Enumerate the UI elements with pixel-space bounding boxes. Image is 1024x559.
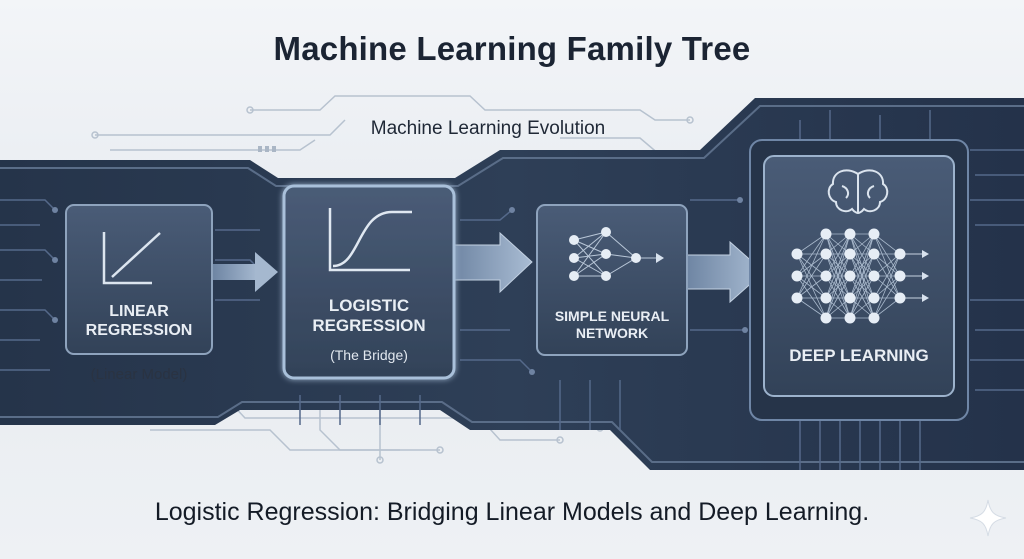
deep-network-node <box>844 228 856 240</box>
brain-icon <box>827 169 889 214</box>
deep-network-edge <box>796 233 827 299</box>
node-logistic-card <box>282 184 456 380</box>
deep-network-edge <box>825 233 851 277</box>
neural-network-icon <box>569 227 664 281</box>
deep-network-edge <box>849 275 875 319</box>
deep-network-node <box>868 270 880 282</box>
deep-network-edge <box>796 275 827 319</box>
deep-network-edge <box>873 275 901 319</box>
deep-network-edge <box>849 233 875 277</box>
deep-network-icon <box>791 228 929 324</box>
deep-network-node <box>820 228 832 240</box>
deep-network-node <box>791 248 803 260</box>
sigmoid-curve-icon <box>328 208 412 272</box>
deep-network-edge <box>873 253 901 277</box>
linear-graph-icon <box>102 232 161 285</box>
deep-network-node <box>894 270 906 282</box>
node-linear-label: LINEAR REGRESSION <box>85 303 193 340</box>
deep-network-node <box>868 292 880 304</box>
deep-network-edge <box>873 233 901 277</box>
deep-network-node <box>820 312 832 324</box>
node-neural-label: SIMPLE NEURAL NETWORK <box>554 308 670 341</box>
deep-network-edge <box>825 233 851 299</box>
deep-network-edge <box>796 233 827 255</box>
node-linear-card <box>65 204 213 355</box>
deep-network-node <box>844 292 856 304</box>
deep-network-edge <box>849 253 875 319</box>
deep-network-edge <box>796 253 827 299</box>
circuit-band-edge <box>0 105 1024 187</box>
arrow-logistic-to-neural <box>449 231 533 294</box>
caption: Logistic Regression: Bridging Linear Mod… <box>154 498 870 526</box>
sparkle-icon <box>969 499 1007 537</box>
deep-network-node <box>868 228 880 240</box>
deep-network-edge <box>796 275 827 299</box>
deep-network-output-arrow <box>922 250 929 258</box>
deep-network-output-arrow <box>922 272 929 280</box>
deep-network-node <box>791 270 803 282</box>
deep-network-edge <box>796 253 827 277</box>
deep-network-edge <box>825 253 851 319</box>
deep-network-node <box>844 270 856 282</box>
node-logistic-label: LOGISTIC REGRESSION <box>312 296 426 336</box>
node-deep-label: DEEP LEARNING <box>789 346 929 365</box>
band-circuit-traces <box>0 110 1024 470</box>
deep-network-node <box>791 292 803 304</box>
deep-network-edge <box>825 275 851 319</box>
deep-network-edge <box>873 233 901 299</box>
diagram-subtitle: Machine Learning Evolution <box>370 118 606 139</box>
deep-network-edge <box>873 253 901 299</box>
deep-network-node <box>820 292 832 304</box>
deep-network-edge <box>849 233 875 299</box>
deep-network-edge <box>796 233 827 277</box>
deep-network-node <box>844 248 856 260</box>
deep-network-node <box>868 248 880 260</box>
deep-network-node <box>894 248 906 260</box>
arrow-linear-to-logistic <box>212 252 278 292</box>
band-trace-nodes <box>52 197 748 375</box>
deep-network-node <box>820 270 832 282</box>
deep-network-node <box>820 248 832 260</box>
page-title: Machine Learning Family Tree <box>273 30 751 67</box>
arrow-neural-to-deep <box>684 240 765 304</box>
circuit-band-edge-bottom <box>0 401 1024 463</box>
deep-network-node <box>868 312 880 324</box>
deep-network-edge <box>849 233 875 319</box>
deep-network-edge <box>796 297 827 319</box>
deep-network-edge <box>825 233 851 319</box>
deep-network-output-arrow <box>922 294 929 302</box>
deep-network-node <box>894 292 906 304</box>
deep-network-node <box>844 312 856 324</box>
node-linear-sub: (Linear Model) <box>90 366 188 383</box>
deep-network-edge <box>873 253 901 319</box>
node-logistic-sub: (The Bridge) <box>330 347 408 363</box>
deep-network-edge <box>796 253 827 319</box>
